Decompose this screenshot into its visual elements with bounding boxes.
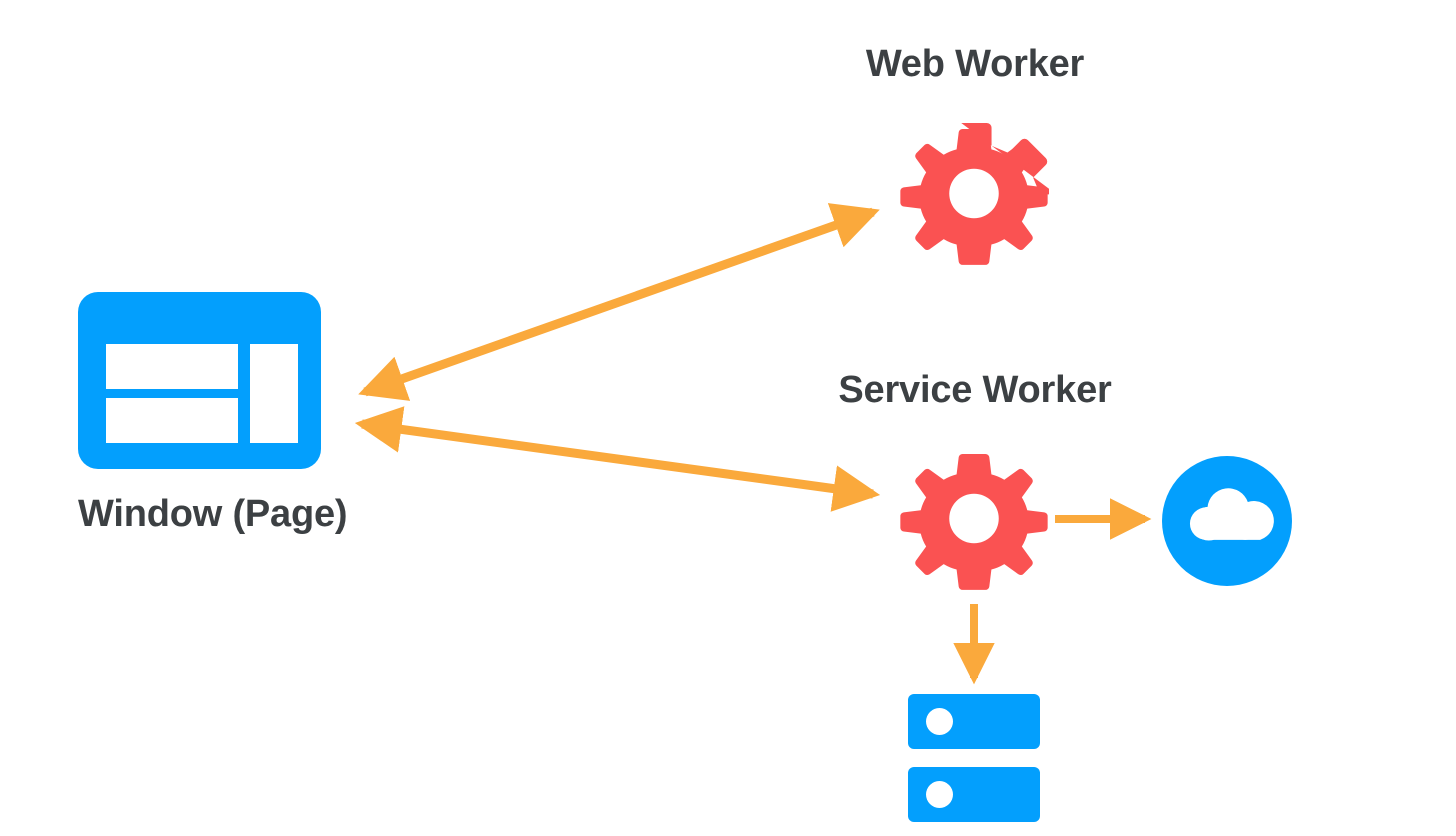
database-indicator-dot xyxy=(926,708,953,735)
database-node[interactable] xyxy=(908,694,1040,822)
window-pane-sidebar xyxy=(250,344,298,443)
gear-icon xyxy=(900,123,1063,265)
edge-window-serviceworker xyxy=(354,406,881,512)
web-worker-node[interactable] xyxy=(899,116,1063,271)
edge-window-webworker xyxy=(358,203,880,401)
service-worker-label: Service Worker xyxy=(838,369,1112,411)
web-worker-label: Web Worker xyxy=(865,43,1085,85)
window-page-label: Window (Page) xyxy=(78,493,348,535)
window-pane-top xyxy=(106,344,238,389)
gear-icon xyxy=(900,453,1048,590)
window-page-node[interactable] xyxy=(78,292,321,469)
browser-window-icon xyxy=(78,292,321,469)
cloud-node[interactable] xyxy=(1162,456,1292,586)
service-worker-node[interactable] xyxy=(899,441,1049,596)
database-bar-top xyxy=(908,694,1040,749)
cloud-icon xyxy=(1189,488,1274,541)
database-indicator-dot xyxy=(926,781,953,808)
database-bar-bottom xyxy=(908,767,1040,822)
window-pane-bottom xyxy=(106,398,238,443)
